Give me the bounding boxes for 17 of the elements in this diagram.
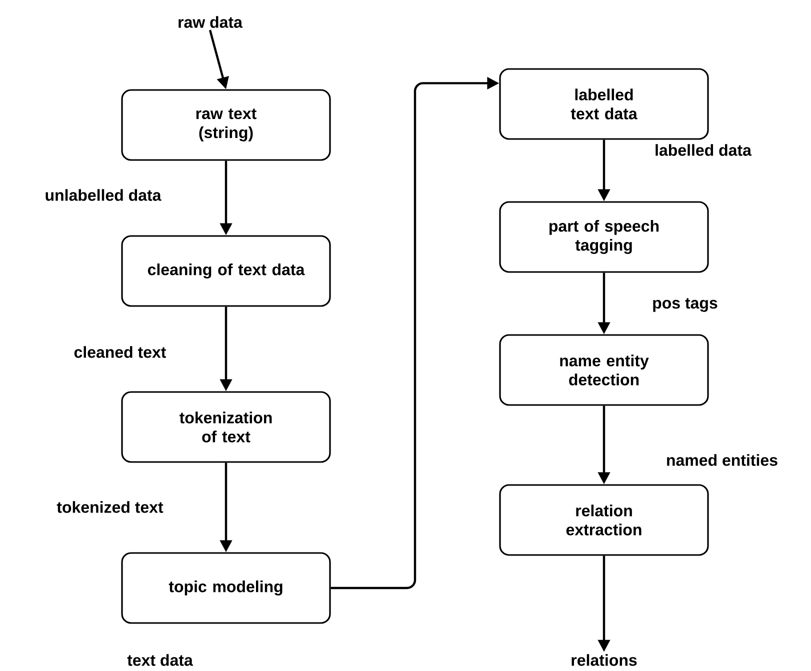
process-box: tokenization of text [121,391,331,463]
process-box: cleaning of text data [121,235,331,307]
edge-label: unlabelled data [44,188,162,202]
edge-label: pos tags [651,297,719,313]
process-box: raw text (string) [121,89,331,161]
edge-label: tokenized text [56,500,164,514]
caption-text: text data [127,654,193,666]
process-box: part of speech tagging [499,201,709,273]
edge-label: named entities [664,453,780,467]
flow-label: relations [572,654,637,666]
process-box: name entity detection [499,334,709,406]
flow-label: raw data [178,16,243,28]
edge-label: labelled data [654,143,752,157]
edge-label: cleaned text [72,345,168,359]
process-box: relation extraction [499,484,709,556]
process-box: labelled text data [499,68,709,140]
process-box: topic modeling [121,552,331,624]
